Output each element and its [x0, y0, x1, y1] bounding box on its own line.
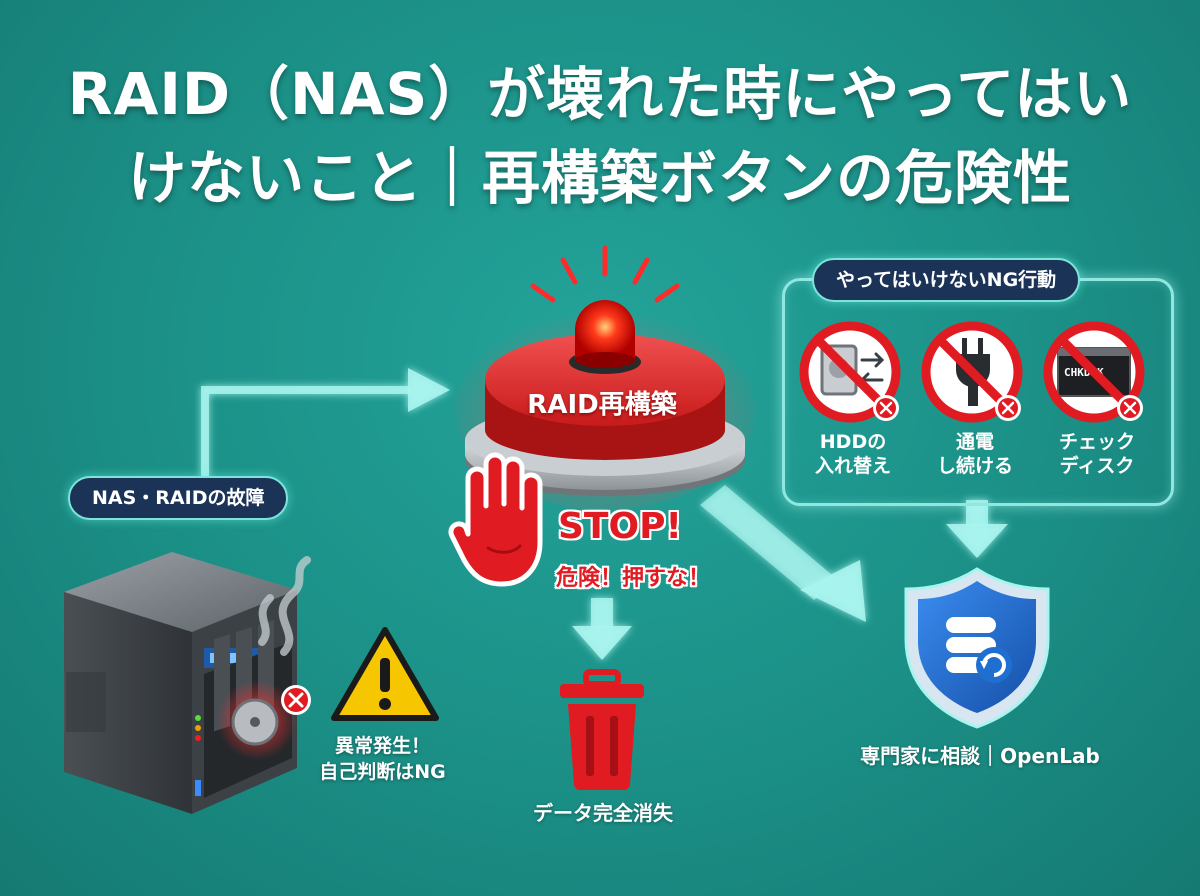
error-badge-icon	[281, 685, 311, 715]
rebuild-button-label: RAID再構築	[527, 390, 677, 420]
arrow-nas-to-button	[201, 368, 450, 478]
shield-icon	[904, 567, 1050, 729]
stop-text: STOP!	[558, 506, 682, 547]
ng-item-line2: し続ける	[936, 455, 1013, 477]
page-title-line1: RAID（NAS）が壊れた時にやってはい	[67, 60, 1133, 128]
ng-item-chkdsk: チェック ディスク	[1032, 430, 1162, 478]
trash-icon	[560, 669, 644, 790]
stop-hand-icon	[448, 452, 543, 587]
ng-item-line2: ディスク	[1059, 455, 1135, 477]
warning-line1: 異常発生！	[334, 735, 430, 757]
ng-item-line1: HDDの	[819, 431, 887, 453]
ng-item-power: 通電 し続ける	[910, 430, 1040, 478]
nas-warning-text: 異常発生！ 自己判断はNG	[290, 733, 475, 785]
smoke-icon	[258, 556, 311, 656]
nas-device-icon	[64, 552, 311, 814]
ng-item-line2: 入れ替え	[814, 455, 891, 477]
warning-icon	[331, 627, 439, 721]
hdd-swap-icon	[799, 321, 901, 423]
ng-item-hdd-swap: HDDの 入れ替え	[788, 430, 918, 478]
ng-item-line1: チェック	[1058, 431, 1135, 453]
warning-line2: 自己判断はNG	[319, 761, 446, 783]
stop-subtext: 危険！押すな！	[556, 566, 711, 591]
data-loss-label: データ完全消失	[533, 801, 673, 825]
page-title-line2: けないこと｜再構築ボタンの危険性	[127, 144, 1072, 212]
arrow-button-to-trash	[572, 598, 632, 660]
ng-actions-title: やってはいけないNG行動	[812, 258, 1081, 302]
nas-failure-label: NAS・RAIDの故障	[68, 476, 289, 520]
power-plug-icon	[921, 321, 1023, 423]
arrow-panel-to-shield	[946, 500, 1008, 558]
ng-item-line1: 通電	[955, 431, 994, 453]
chkdsk-icon: CHKDSK	[1043, 321, 1145, 423]
arrow-button-to-shield	[700, 485, 866, 622]
expert-consult-label: 専門家に相談｜OpenLab	[860, 744, 1100, 768]
